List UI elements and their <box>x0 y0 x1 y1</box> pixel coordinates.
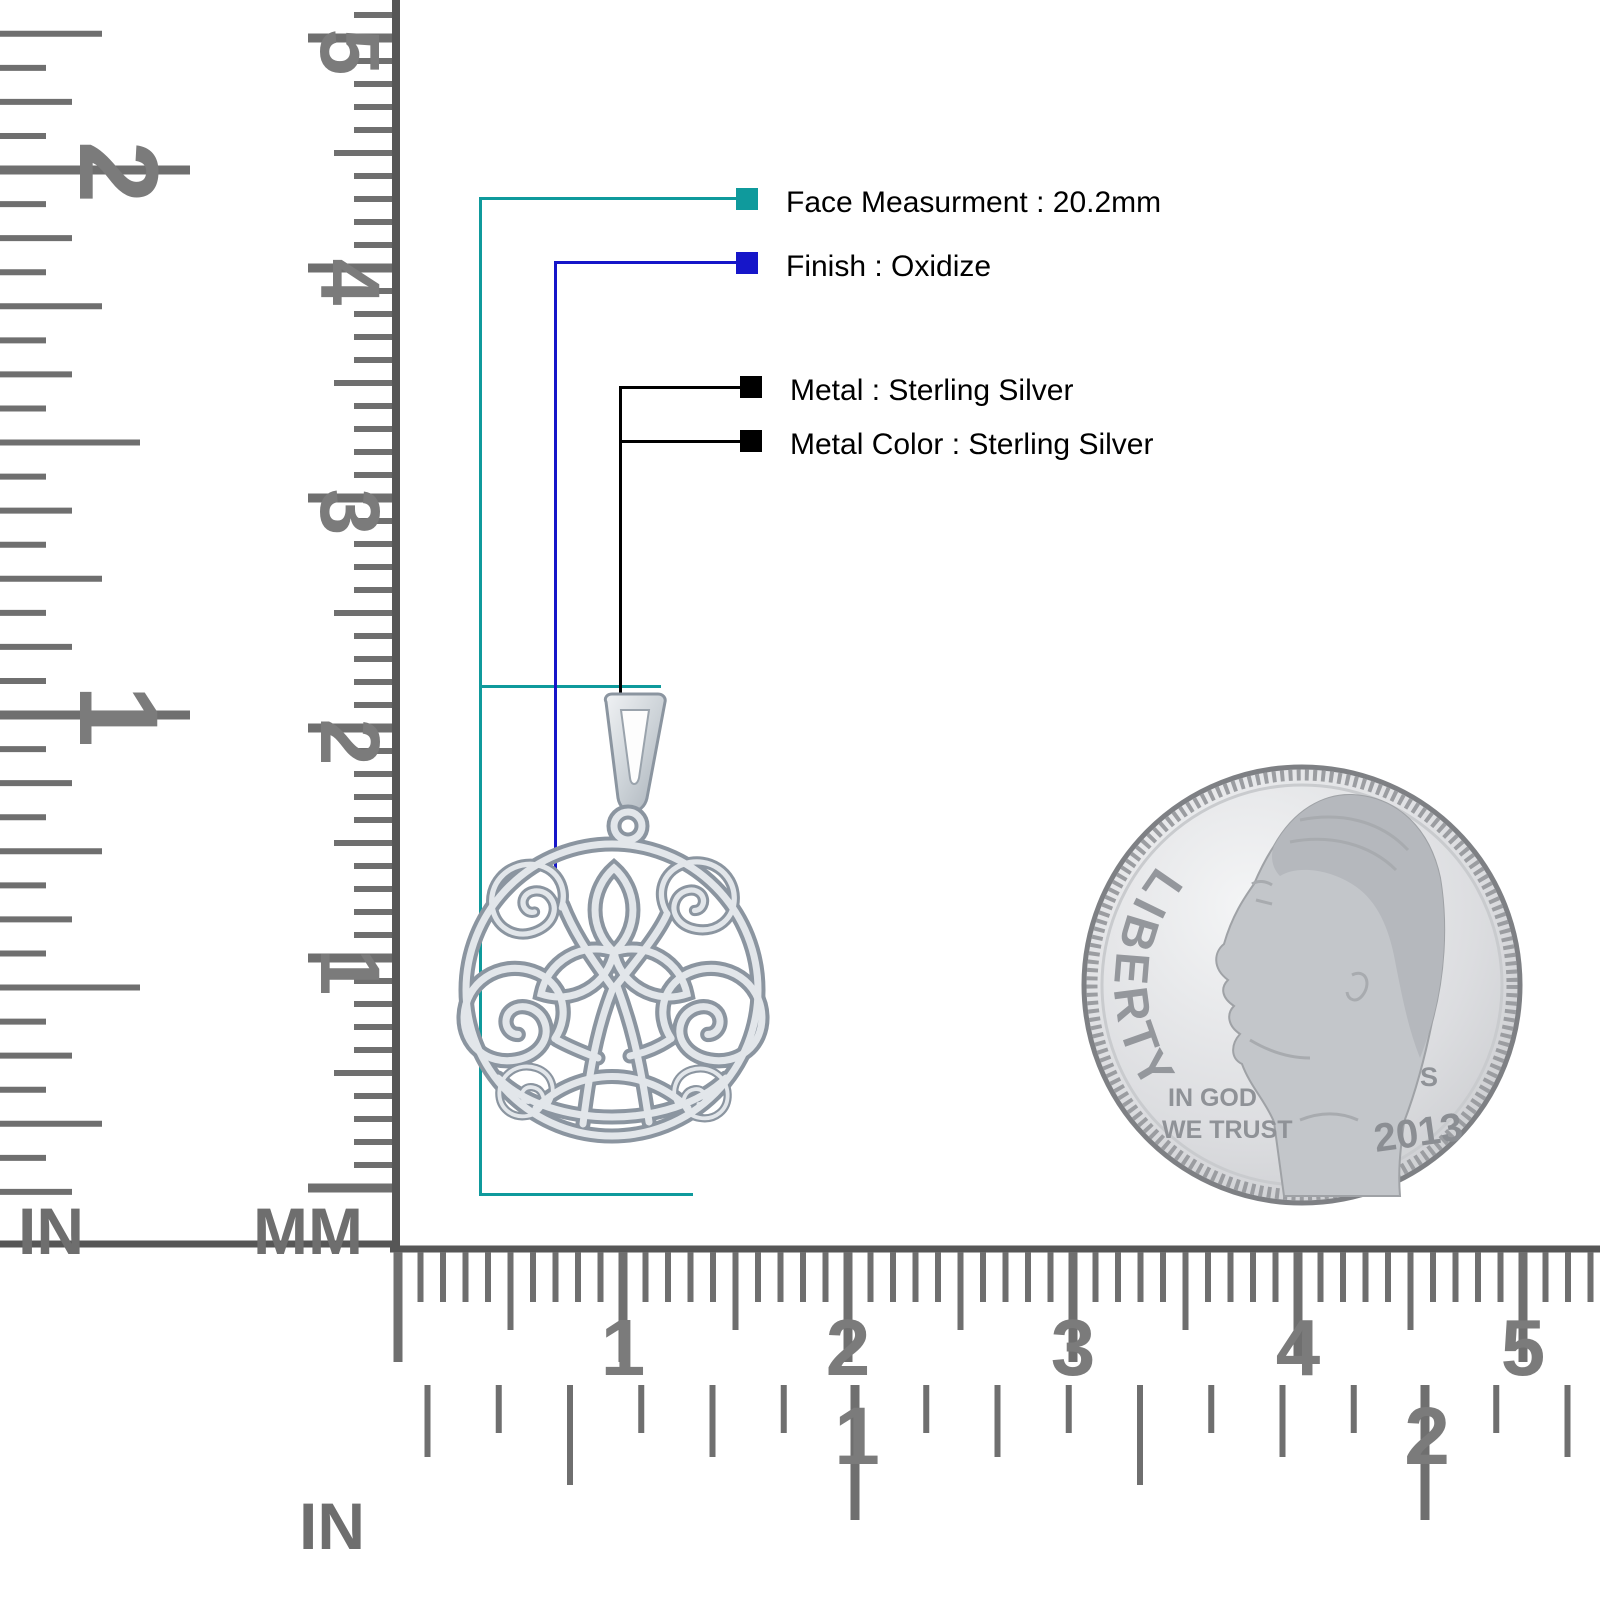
pendant-bail-hole <box>619 709 651 785</box>
metal-color-callout-label: Metal Color : Sterling Silver <box>790 428 1154 461</box>
face-measure-line-mid <box>479 685 661 688</box>
face-measure-line-vertical <box>479 197 482 1196</box>
portrait-details <box>1249 815 1410 1122</box>
metal-line-horizontal <box>619 386 743 389</box>
ruler-number-cm: 4 <box>1275 1303 1321 1392</box>
ruler-number-cm: 5 <box>1500 1303 1546 1392</box>
portrait-hair <box>1272 794 1445 1058</box>
metal-callout-swatch <box>740 376 762 398</box>
finish-callout-swatch <box>736 252 758 274</box>
ruler-number-cm: 1 <box>600 1303 646 1392</box>
finish-line-horizontal <box>554 261 739 264</box>
motto-line2: WE TRUST <box>1162 1116 1293 1144</box>
tree-of-life-pendant <box>464 692 762 1136</box>
dime-coin: LIBERTY IN GOD WE TRUST 2013 S <box>1081 764 1523 1206</box>
ruler-number-inch: 1 <box>834 1391 880 1482</box>
face-callout-swatch <box>736 188 758 210</box>
metal-callout-label: Metal : Sterling Silver <box>790 374 1074 407</box>
face-measure-line-bottom <box>479 1193 693 1196</box>
vertical-ruler <box>0 0 400 1248</box>
finish-line-vertical <box>554 261 557 869</box>
metal-color-callout-swatch <box>740 430 762 452</box>
finish-callout-label: Finish : Oxidize <box>786 250 992 283</box>
horizontal-ruler <box>390 1245 1600 1520</box>
metal-line-vertical <box>619 386 622 774</box>
motto-line1: IN GOD <box>1168 1084 1257 1112</box>
ruler-number-cm: 3 <box>1050 1303 1096 1392</box>
mint-mark: S <box>1420 1062 1438 1092</box>
inch-unit-label: IN <box>299 1489 365 1563</box>
face-callout-label: Face Measurment : 20.2mm <box>786 186 1162 219</box>
mm-unit-label: MM <box>253 1194 363 1268</box>
ruler-number-inch: 2 <box>1404 1391 1450 1482</box>
face-measure-line-top <box>479 197 739 200</box>
metal-color-line-horizontal <box>619 440 743 443</box>
ruler-number-cm: 2 <box>825 1303 871 1392</box>
inch-unit-label: IN <box>18 1194 84 1268</box>
